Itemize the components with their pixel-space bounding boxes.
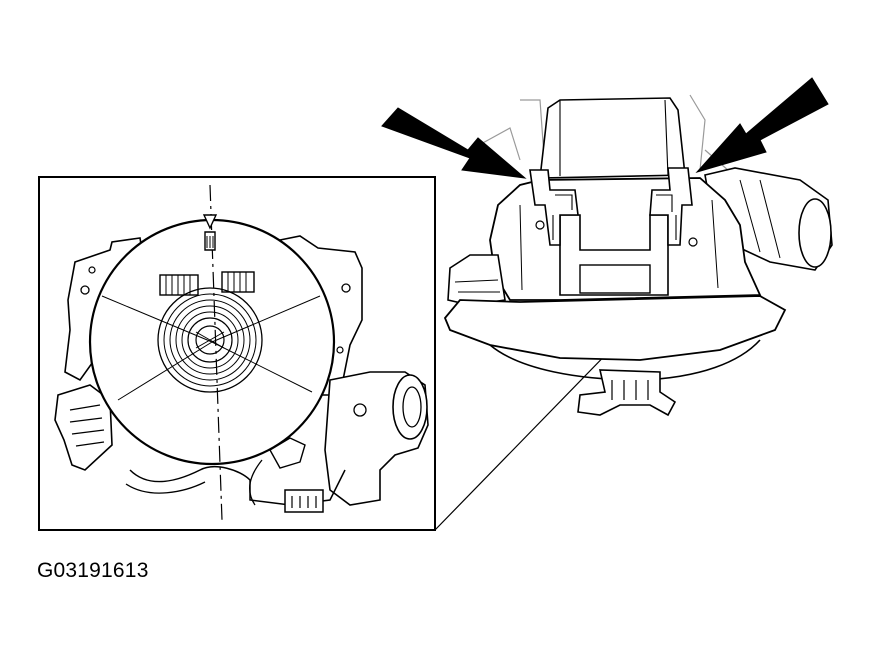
housing-hole-right <box>688 237 698 247</box>
bracket-hole-left <box>80 285 90 295</box>
column-frame-background <box>469 94 746 186</box>
disc-lower-connector <box>269 437 306 469</box>
lower-left-connector-teeth <box>69 404 105 447</box>
detail-inset <box>38 176 436 531</box>
disc-lower-wire <box>249 459 263 506</box>
bottom-connector-pins <box>611 380 649 400</box>
switch-connector-ribs <box>739 179 781 259</box>
right-locking-tab <box>649 167 693 246</box>
centre-latch-tab <box>579 264 651 294</box>
alignment-mark-ticks <box>206 236 214 248</box>
disc-sector-lines <box>101 295 321 401</box>
left-arrow-indicator <box>381 107 527 179</box>
right-locking-tab-inner <box>656 194 677 240</box>
callout-leader-line <box>434 337 623 531</box>
base-flange <box>443 295 787 361</box>
disc-connector-right-pins <box>227 272 247 292</box>
wire-harness-lower <box>129 466 346 506</box>
lock-screw <box>353 403 367 417</box>
lower-left-connector <box>54 384 113 471</box>
main-assembly <box>381 77 833 417</box>
left-locking-tab <box>529 169 579 246</box>
bracket-hole-right <box>341 283 351 293</box>
clockspring-hub <box>157 287 263 393</box>
left-locking-tab-inner <box>552 194 573 240</box>
bracket-hole-left-2 <box>88 266 96 274</box>
disc-connector-left <box>159 274 199 296</box>
housing-left-ear-detail <box>454 279 500 293</box>
right-arrow-indicator <box>695 77 829 173</box>
upper-column-tube <box>539 97 686 179</box>
figure-id-label: G03191613 <box>37 559 149 582</box>
lock-cylinder-core <box>402 386 422 428</box>
harness-connector <box>284 489 324 513</box>
upper-column-tube-lines <box>559 99 669 177</box>
housing-hole-left <box>535 220 545 230</box>
bottom-connector <box>577 369 677 417</box>
switch-connector-end <box>798 198 832 268</box>
disc-connector-right <box>221 271 255 293</box>
wire-harness-lower-2 <box>125 481 206 494</box>
bracket-hole-right-2 <box>336 346 344 354</box>
housing-ribs <box>519 199 719 291</box>
disc-connector-left-pins <box>165 275 191 295</box>
harness-connector-pins <box>291 496 317 508</box>
